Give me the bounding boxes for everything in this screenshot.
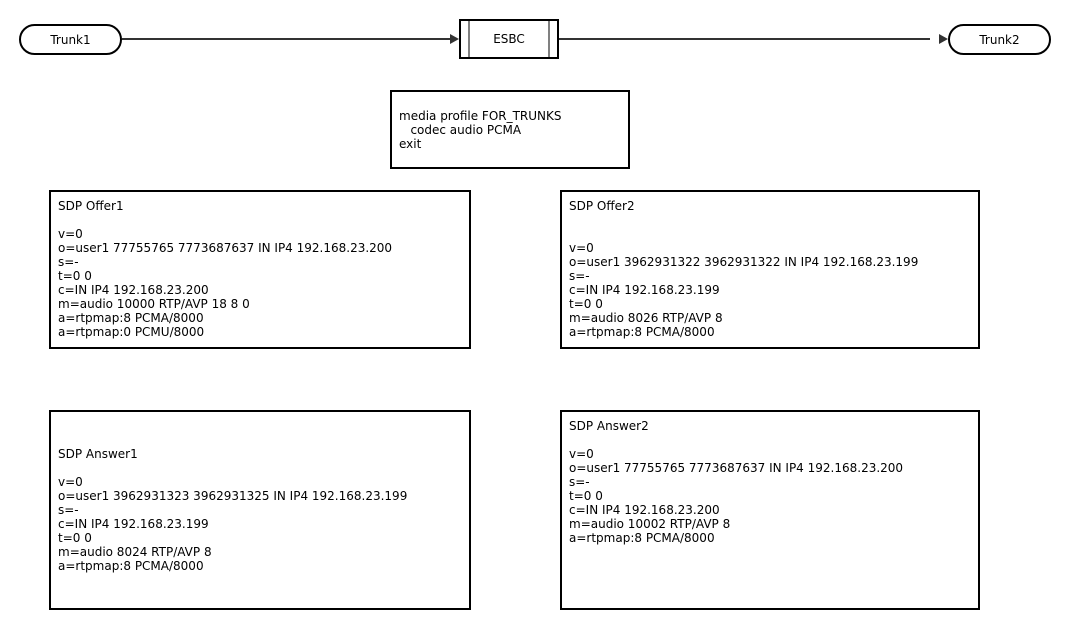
sdp-answer1-text: SDP Answer1 v=0 o=user1 3962931323 39629… xyxy=(58,447,408,573)
node-trunk1: Trunk1 xyxy=(19,24,122,55)
node-esbc-label: ESBC xyxy=(493,32,525,46)
esbc-left-bar xyxy=(468,21,470,57)
sdp-answer2-box: SDP Answer2 v=0 o=user1 77755765 7773687… xyxy=(560,410,980,610)
sdp-offer1-text: SDP Offer1 v=0 o=user1 77755765 77736876… xyxy=(58,199,393,339)
node-trunk1-label: Trunk1 xyxy=(50,32,91,47)
sdp-answer1-box: SDP Answer1 v=0 o=user1 3962931323 39629… xyxy=(49,410,471,610)
sdp-offer2-text: SDP Offer2 v=0 o=user1 3962931322 396293… xyxy=(569,199,919,339)
sdp-offer2-box: SDP Offer2 v=0 o=user1 3962931322 396293… xyxy=(560,190,980,349)
sdp-answer2-text: SDP Answer2 v=0 o=user1 77755765 7773687… xyxy=(569,419,904,545)
media-profile-box: media profile FOR_TRUNKS codec audio PCM… xyxy=(390,90,630,169)
node-trunk2: Trunk2 xyxy=(948,24,1051,55)
node-esbc: ESBC xyxy=(459,19,559,59)
arrowhead-into-esbc-icon xyxy=(450,34,459,44)
esbc-right-bar xyxy=(548,21,550,57)
node-trunk2-label: Trunk2 xyxy=(979,32,1020,47)
connector-esbc-to-trunk2 xyxy=(559,38,930,40)
arrowhead-into-trunk2-icon xyxy=(939,34,948,44)
media-profile-text: media profile FOR_TRUNKS codec audio PCM… xyxy=(399,108,562,151)
connector-trunk1-to-esbc xyxy=(122,38,451,40)
sdp-offer1-box: SDP Offer1 v=0 o=user1 77755765 77736876… xyxy=(49,190,471,349)
